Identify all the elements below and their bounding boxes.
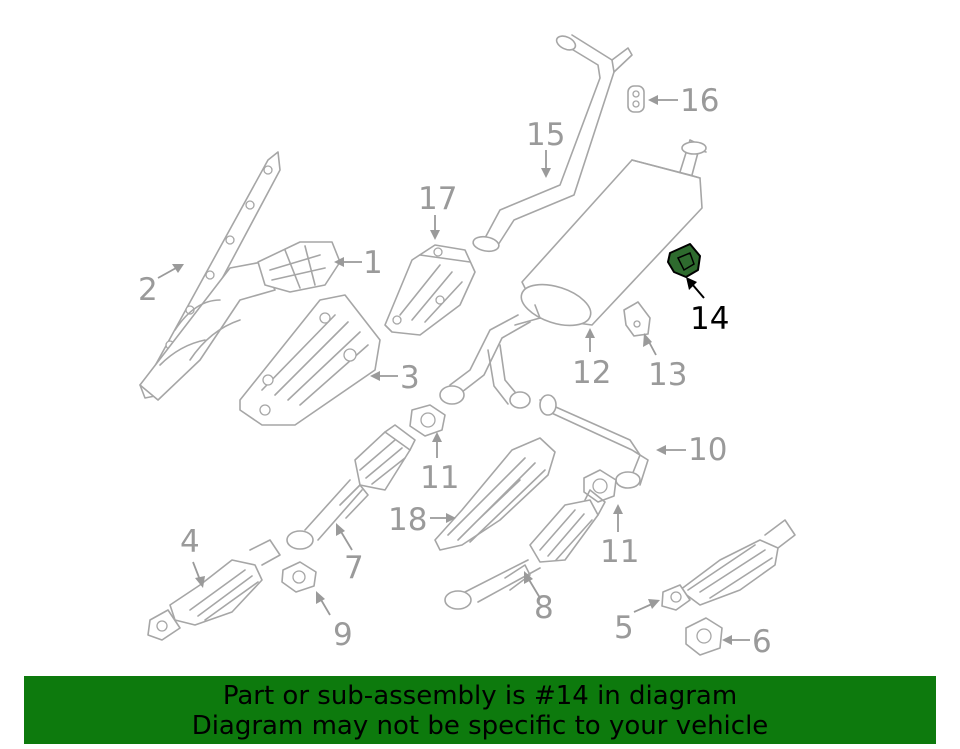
- callout-2: 2: [138, 272, 158, 308]
- part-18-heat-shield: [434, 437, 556, 551]
- callout-7: 7: [344, 550, 364, 586]
- callout-4: 4: [180, 524, 200, 560]
- part-4-catalytic-converter: [147, 539, 281, 641]
- banner-line-1: Part or sub-assembly is #14 in diagram: [222, 681, 738, 711]
- y-pipe: [439, 304, 541, 409]
- part-15-tail-pipe: [472, 34, 633, 253]
- part-1-exhaust-manifold: [139, 241, 341, 401]
- callout-15: 15: [526, 117, 565, 153]
- part-12-muffler: [520, 139, 707, 327]
- callout-11-right: 11: [600, 534, 639, 570]
- part-14-hanger-highlighted[interactable]: [667, 243, 701, 278]
- callout-18: 18: [388, 502, 427, 538]
- callout-5: 5: [614, 610, 634, 646]
- part-7-front-pipe: [286, 424, 416, 550]
- callout-leaders: [157, 95, 750, 645]
- part-17-heat-shield: [384, 244, 476, 336]
- callout-16: 16: [680, 83, 719, 119]
- callout-12: 12: [572, 355, 611, 391]
- callout-14-leader: [686, 277, 705, 299]
- callout-3: 3: [400, 360, 420, 396]
- part-8-front-pipe: [444, 489, 606, 610]
- callout-17: 17: [418, 181, 457, 217]
- part-9-gasket: [281, 561, 317, 593]
- callout-13: 13: [648, 357, 687, 393]
- part-10-intermediate-pipe: [539, 394, 649, 489]
- callout-11-left: 11: [420, 460, 459, 496]
- footer-banner: Part or sub-assembly is #14 in diagram D…: [24, 676, 936, 744]
- part-11-gasket-left: [409, 404, 446, 437]
- part-3-heat-shield: [239, 294, 381, 426]
- part-11-gasket-right: [583, 469, 617, 503]
- banner-line-2: Diagram may not be specific to your vehi…: [191, 711, 769, 741]
- callout-6: 6: [752, 624, 772, 660]
- callout-numbers: 1 2 3 4 5 6 7 8 9 10 11 11 12 13 14 15 1…: [138, 83, 772, 660]
- part-5-catalytic-converter: [661, 519, 796, 611]
- part-6-gasket: [685, 617, 723, 656]
- callout-8: 8: [534, 590, 554, 626]
- part-16-hanger: [627, 85, 645, 113]
- callout-14[interactable]: 14: [690, 301, 729, 337]
- part-13-hanger: [623, 301, 651, 337]
- callout-9: 9: [333, 617, 353, 653]
- callout-1: 1: [363, 245, 383, 281]
- callout-10: 10: [688, 432, 727, 468]
